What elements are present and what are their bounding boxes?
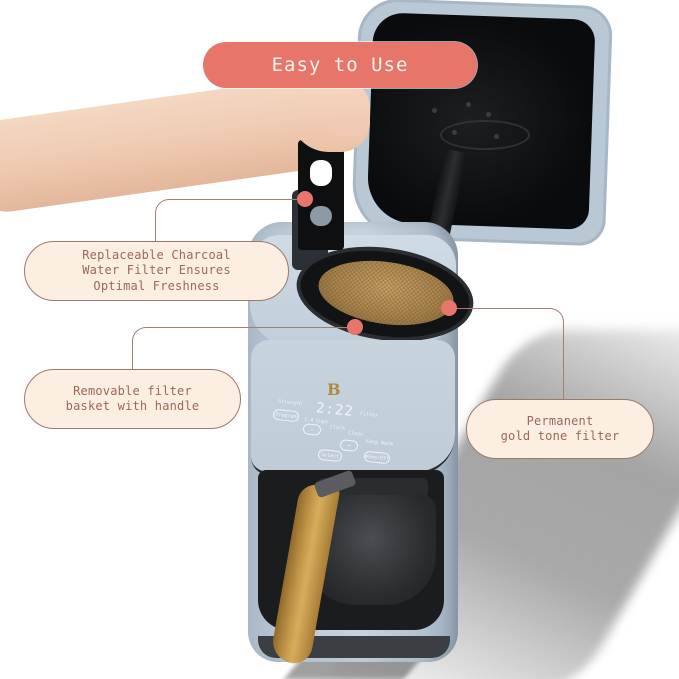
marker-dot-filter-basket (347, 319, 363, 335)
thumb (332, 118, 368, 136)
drip-hole (452, 130, 457, 135)
plus-button[interactable]: + (339, 439, 359, 452)
drip-hole (432, 108, 437, 113)
callout-gold-filter: Permanent gold tone filter (466, 399, 654, 459)
callout-line: Permanent (526, 413, 594, 428)
callout-line: basket with handle (65, 399, 200, 413)
hand (290, 80, 370, 152)
drip-hole (494, 134, 499, 139)
brand-logo: B (327, 380, 341, 399)
callout-line: Removable filter (73, 383, 192, 398)
callout-line: gold tone filter (500, 429, 620, 443)
callout-line: Water Filter Ensures (82, 263, 231, 278)
filter-holder-hole (310, 160, 332, 186)
shower-head (440, 120, 530, 150)
leader-line-filter-basket (132, 327, 355, 369)
drip-hole (466, 102, 471, 107)
callout-line: Optimal Freshness (93, 278, 220, 293)
callout-filter-basket: Removable filter basket with handle (24, 369, 241, 429)
banner-label: Easy to Use (271, 54, 409, 76)
callout-line: Replaceable Charcoal (82, 247, 231, 262)
filter-holder-hole (310, 206, 332, 226)
easy-to-use-banner: Easy to Use (203, 42, 477, 88)
callout-charcoal-filter: Replaceable Charcoal Water Filter Ensure… (24, 241, 289, 301)
leader-line-charcoal-filter (155, 199, 305, 241)
marker-dot-gold-filter (441, 300, 457, 316)
leader-line-gold-filter (450, 308, 564, 399)
marker-dot-charcoal-filter (297, 191, 313, 207)
minus-button[interactable]: − (302, 423, 322, 436)
drip-hole (486, 112, 491, 117)
